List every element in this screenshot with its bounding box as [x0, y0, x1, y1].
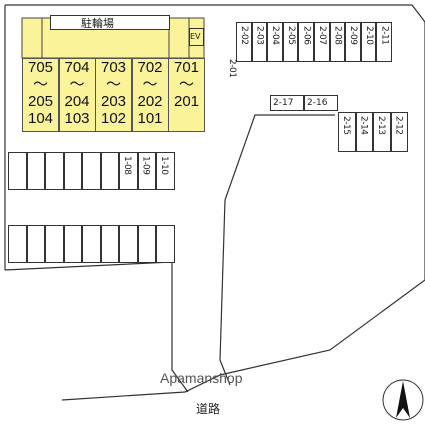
- elevator-label: EV: [190, 32, 201, 41]
- parking-space: [100, 152, 119, 190]
- bicycle-parking: 駐輪場: [50, 15, 170, 30]
- parking-space: 2-11: [376, 22, 392, 62]
- stair-right: [168, 17, 190, 59]
- compass-arrow: [396, 381, 410, 418]
- unit-number-tilde: 〜: [32, 76, 48, 93]
- parking-label: 2-12: [393, 116, 404, 135]
- parking-space: [63, 152, 82, 190]
- parking-space: 2-13: [373, 112, 391, 152]
- parking-space: [137, 225, 156, 263]
- unit-number-bottom: 101: [137, 110, 163, 127]
- unit-number-bottom: 103: [64, 110, 90, 127]
- left-road-edge: [4, 261, 189, 393]
- parking-label: 2-17: [273, 98, 294, 108]
- parking-space: 2-16: [304, 95, 338, 111]
- parking-label: 2-16: [307, 98, 328, 108]
- unit-number-tilde: 〜: [142, 76, 158, 93]
- parking-space: [8, 152, 27, 190]
- parking-space: [82, 152, 101, 190]
- parking-label: 2-14: [358, 116, 369, 135]
- unit-number-top: 704: [64, 59, 90, 76]
- parking-label: 2-08: [332, 26, 343, 45]
- unit-number-tilde: 〜: [178, 76, 194, 93]
- unit-number-top: 703: [100, 59, 127, 76]
- parking-label: 1-08: [122, 156, 132, 175]
- unit-number-mid: 204: [64, 93, 90, 110]
- parking-space: 2-07: [314, 22, 330, 62]
- parking-space: [26, 152, 45, 190]
- property-boundary: [5, 4, 425, 401]
- unit-number-mid: 205: [27, 93, 54, 110]
- parking-label: 1-10: [159, 156, 169, 175]
- parking-space: 2-12: [390, 112, 408, 152]
- parking-space: [26, 225, 45, 263]
- parking-space: 2-03: [251, 22, 268, 62]
- parking-space: 2-06: [298, 22, 314, 62]
- parking-space: [8, 225, 27, 263]
- parking-label: 2-10: [363, 26, 374, 45]
- parking-label: 2-03: [254, 26, 265, 45]
- parking-label: 1-09: [140, 156, 151, 175]
- watermark: Apamanshop: [160, 370, 243, 386]
- parking-space-2-01: 2-01: [225, 57, 239, 95]
- unit-number-bottom: 104: [27, 110, 54, 127]
- driveway-lines: [219, 199, 231, 386]
- unit-number-mid: 201: [173, 93, 200, 110]
- parking-label: 2-04: [270, 26, 281, 45]
- parking-label: 2-02: [239, 26, 249, 45]
- parking-label: 2-06: [301, 26, 312, 45]
- elevator: EV: [189, 28, 204, 46]
- parking-space: 2-04: [267, 22, 283, 62]
- parking-space: 2-05: [282, 22, 299, 62]
- bicycle-parking-label: 駐輪場: [81, 17, 114, 30]
- parking-label: 2-11: [379, 26, 390, 45]
- parking-space: [45, 225, 64, 263]
- unit-number-tilde: 〜: [69, 76, 85, 93]
- unit-number-top: 705: [27, 59, 54, 76]
- parking-space: [45, 152, 64, 190]
- parking-label: 2-13: [376, 116, 386, 135]
- parking-space: 1-10: [156, 152, 175, 190]
- parking-label: 2-07: [317, 26, 327, 45]
- unit-number-mid: 203: [100, 93, 127, 110]
- parking-space: 2-15: [338, 112, 356, 152]
- compass-circle: [382, 379, 424, 421]
- parking-label: 2-15: [341, 116, 351, 135]
- parking-space: 2-17: [270, 95, 304, 111]
- parking-space: [119, 225, 138, 263]
- unit-number-bottom: 102: [100, 110, 127, 127]
- parking-space: 1-08: [119, 152, 138, 190]
- unit-number-top: 702: [137, 59, 163, 76]
- parking-space: [156, 225, 175, 263]
- parking-space: 2-08: [329, 22, 346, 62]
- parking-label: 2-01: [227, 59, 237, 78]
- road-label: 道路: [196, 402, 221, 416]
- apartment-unit: 701〜201: [168, 58, 205, 132]
- parking-space: [100, 225, 119, 263]
- parking-space: 2-10: [360, 22, 377, 62]
- parking-space: [82, 225, 101, 263]
- parking-label: 2-09: [348, 26, 359, 45]
- parking-space: 2-09: [345, 22, 361, 62]
- parking-space: [63, 225, 82, 263]
- unit-number-top: 701: [173, 59, 200, 76]
- unit-number-tilde: 〜: [105, 76, 121, 93]
- parking-space: 1-09: [137, 152, 156, 190]
- stair-left: [21, 17, 43, 59]
- parking-space: 2-14: [355, 112, 373, 152]
- parking-space: 2-02: [236, 22, 252, 62]
- driveway-right: [224, 114, 335, 201]
- parking-label: 2-05: [285, 26, 296, 45]
- unit-number-mid: 202: [137, 93, 163, 110]
